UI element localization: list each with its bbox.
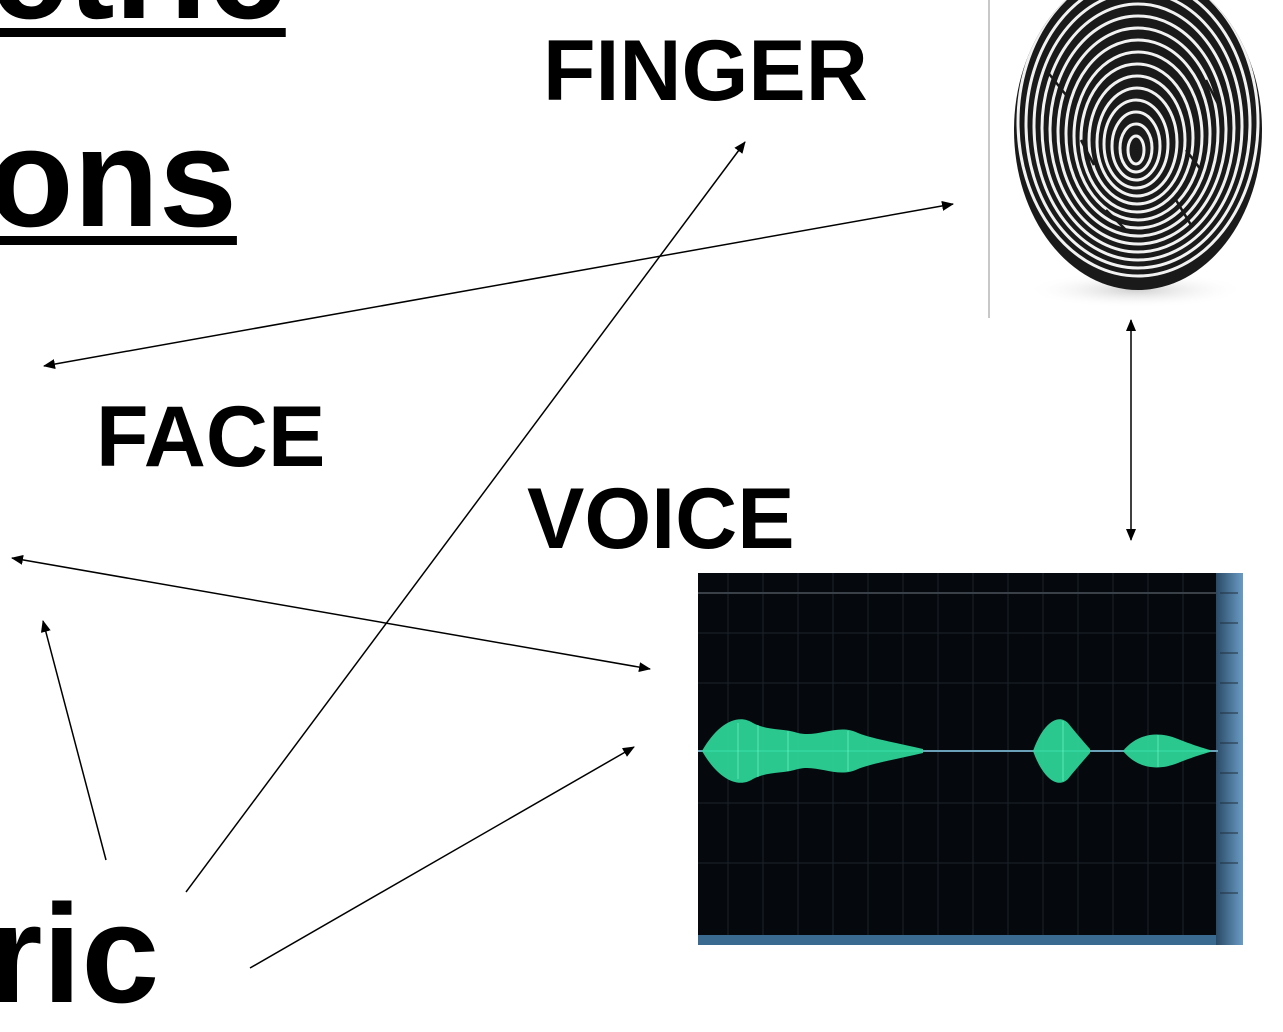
connector-arrows bbox=[0, 0, 1283, 977]
arrow-bottom-voice bbox=[250, 747, 634, 968]
arrow-left-voice bbox=[12, 558, 650, 669]
arrow-face-finger bbox=[44, 204, 953, 366]
arrow-bottom-up bbox=[43, 621, 106, 860]
arrow-bottom-finger bbox=[186, 142, 745, 892]
